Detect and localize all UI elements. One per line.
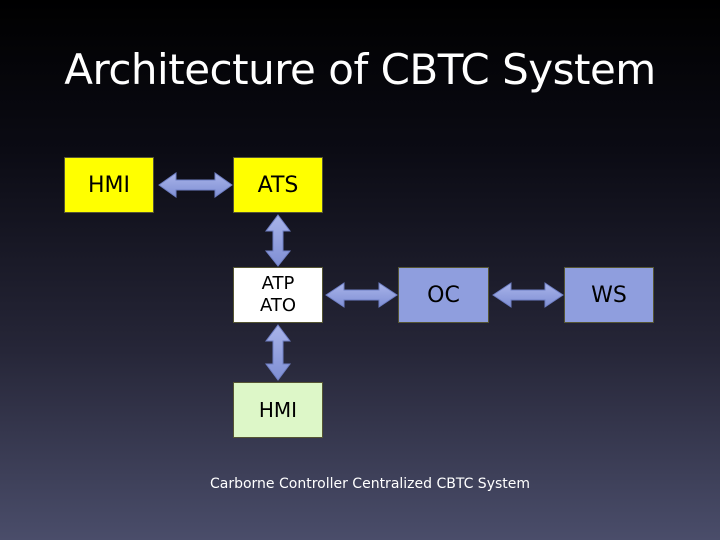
arrow-atp-oc [325, 282, 398, 308]
slide-title: Architecture of CBTC System [64, 45, 656, 94]
hmi-top-box: HMI [64, 157, 154, 213]
arrow-ats-atp [264, 214, 292, 267]
ws-box: WS [564, 267, 654, 323]
oc-box: OC [398, 267, 489, 323]
diagram-caption: Carborne Controller Centralized CBTC Sys… [209, 476, 531, 492]
ws-label: WS [591, 282, 627, 308]
oc-label: OC [427, 282, 460, 308]
ats-label: ATS [257, 172, 299, 198]
hmi-top-label: HMI [87, 172, 130, 198]
arrow-hmi-ats [158, 172, 233, 198]
atp-ato-box: ATP ATO [233, 267, 323, 323]
atp-label: ATP [261, 273, 295, 294]
ato-label: ATO [259, 295, 297, 316]
hmi-bottom-box: HMI [233, 382, 323, 438]
arrow-oc-ws [492, 282, 564, 308]
ats-box: ATS [233, 157, 323, 213]
arrow-atp-hmi [265, 324, 291, 381]
hmi-bottom-label: HMI [258, 398, 298, 422]
